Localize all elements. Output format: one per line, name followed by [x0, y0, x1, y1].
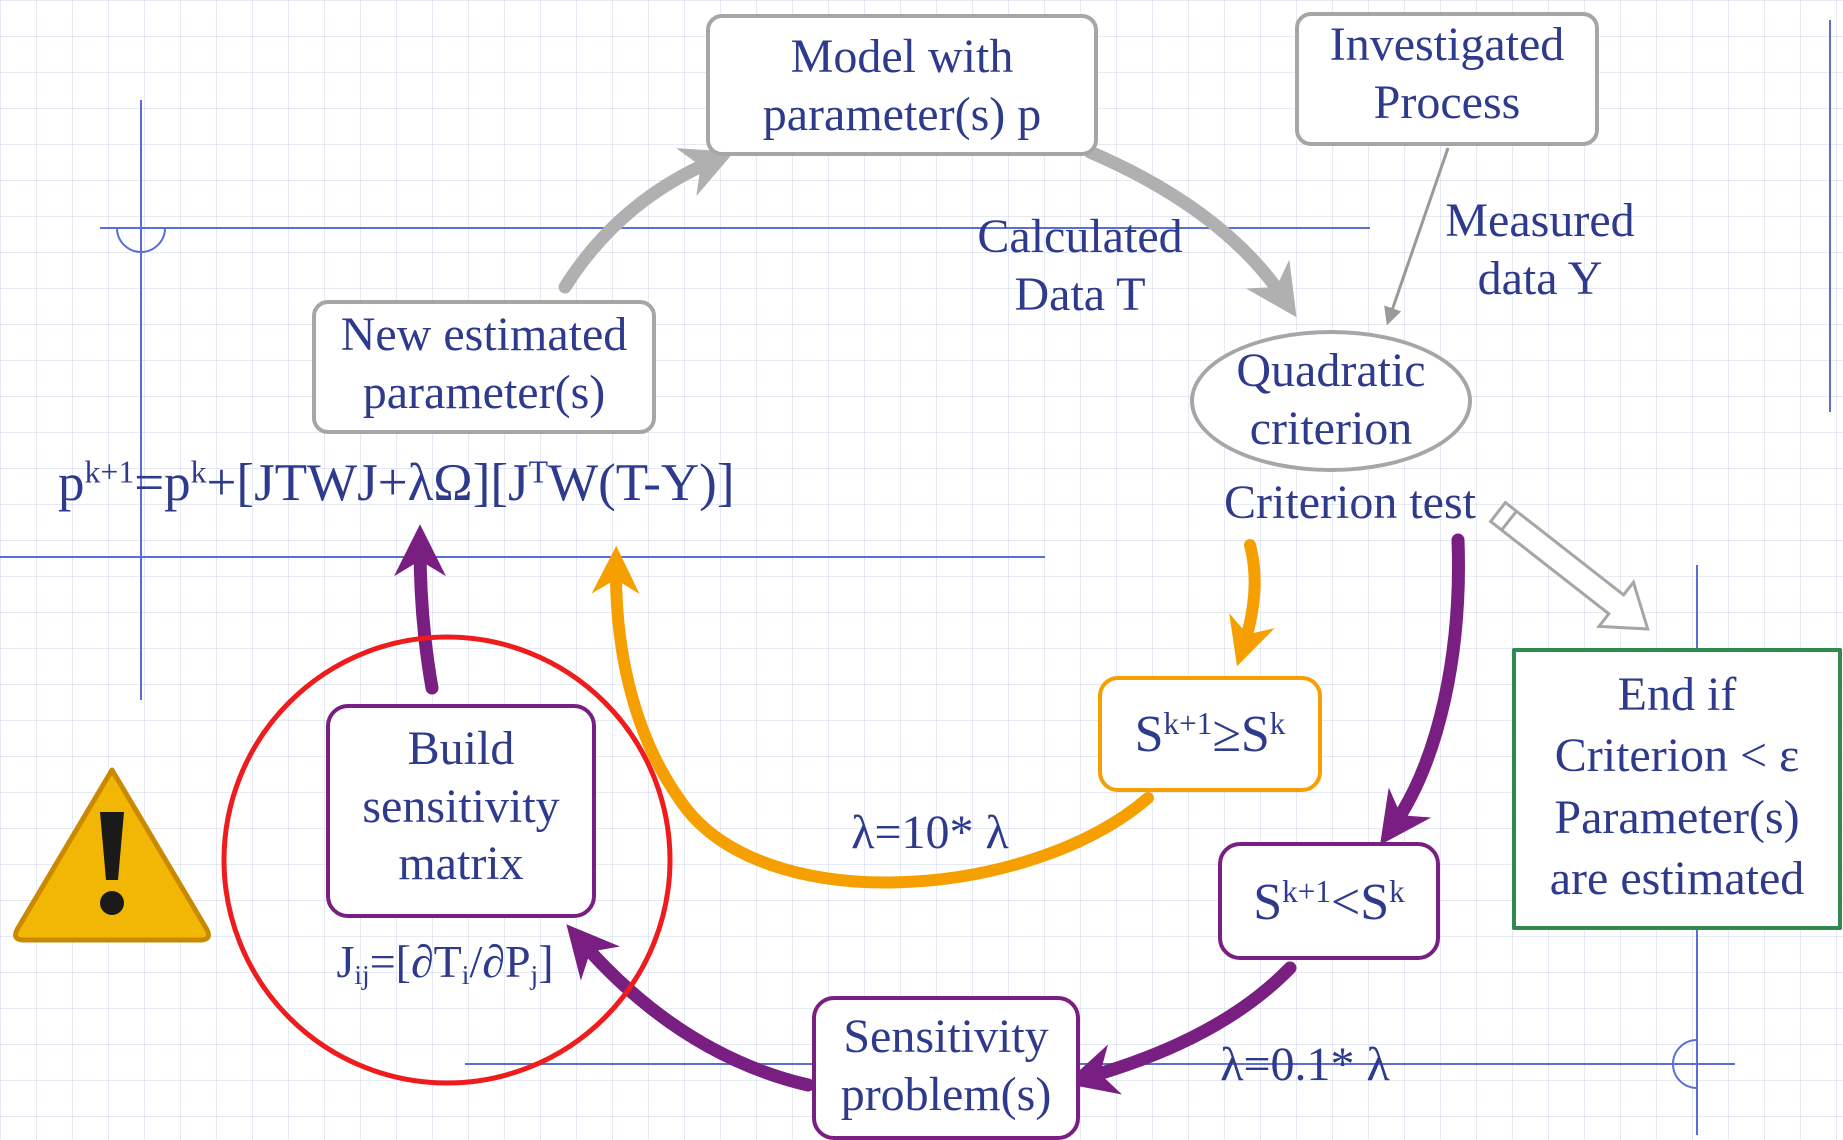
formula-eq: =p [134, 454, 191, 512]
cond-lt-k1: k+1 [1282, 873, 1331, 909]
criterion-ellipse [1190, 330, 1472, 472]
arrow-ge-to-formula [591, 545, 1154, 889]
new-estimate-line1: New estimated [340, 308, 628, 361]
measured-data-label: Measured data Y [1420, 192, 1660, 307]
formula-tail: W(T-Y)] [548, 454, 735, 512]
new-estimate-box-label: New estimated parameter(s) [312, 306, 656, 421]
jacobian-j: j [530, 958, 539, 990]
formula-mid: +[JTWJ+λΩ][J [206, 454, 529, 512]
warning-icon [13, 767, 211, 943]
end-box [1512, 648, 1842, 930]
new-estimate-line2: parameter(s) [362, 365, 606, 419]
cond-lt-op: <S [1330, 874, 1390, 931]
end-box-line2: Criterion < ε [1554, 729, 1800, 783]
sensitivity-matrix-line3: matrix [398, 837, 524, 891]
cond-ge-k1: k+1 [1163, 705, 1213, 741]
process-box-line2: Process [1373, 75, 1521, 129]
jacobian-close: ] [538, 936, 554, 987]
end-box-line3: Parameter(s) [1554, 790, 1800, 844]
arrow-lt-to-sensitivity [1064, 961, 1297, 1095]
guide-lines [0, 20, 1831, 1135]
sensitivity-matrix-box [326, 704, 596, 918]
formula-k: k [190, 454, 207, 490]
process-box-label: Investigated Process [1295, 16, 1599, 131]
process-box-line1: Investigated [1329, 18, 1565, 71]
measured-data-line2: data Y [1477, 251, 1603, 305]
sensitivity-matrix-label: Build sensitivity matrix [326, 720, 596, 893]
jacobian-formula: Jij=[∂Ti/∂Pj] [300, 934, 590, 991]
sensitivity-problem-box [812, 996, 1080, 1140]
cond-ge-box [1098, 676, 1322, 792]
highlight-circle [221, 634, 673, 1086]
arrow-to-end [1488, 500, 1650, 631]
arrow-sensitivity-to-matrix [566, 924, 815, 1092]
arrow-test-to-ge [1229, 539, 1275, 667]
jacobian-slash: /∂P [469, 936, 531, 987]
criterion-test-label: Criterion test [1224, 476, 1476, 529]
sensitivity-matrix-line1: Build [407, 722, 515, 775]
process-box [1295, 12, 1599, 146]
cond-ge-op: ≥S [1212, 706, 1270, 763]
lambda-decrease-label: λ=0.1* λ [1220, 1038, 1390, 1091]
formula-p: p [58, 454, 85, 512]
new-estimate-box [312, 300, 656, 434]
calculated-data-line2: Data T [1014, 267, 1146, 321]
sensitivity-problem-line1: Sensitivity [843, 1010, 1049, 1063]
cond-lt-box [1218, 842, 1440, 960]
sensitivity-problem-label: Sensitivity problem(s) [812, 1008, 1080, 1123]
calculated-data-label: Calculated Data T [955, 208, 1205, 323]
arrow-matrix-to-formula [394, 524, 447, 695]
cond-ge-label: Sk+1≥Sk [1098, 704, 1322, 766]
formula-k1: k+1 [84, 454, 135, 490]
cond-ge-S: S [1134, 706, 1164, 763]
model-box-label: Model with parameter(s) p [706, 28, 1098, 143]
sensitivity-problem-line2: problem(s) [840, 1067, 1052, 1121]
arrow-to-model [558, 148, 735, 294]
end-box-line1: End if [1617, 668, 1737, 721]
calculated-data-line1: Calculated [977, 210, 1183, 263]
lambda-increase-label: λ=10* λ [851, 806, 1009, 859]
sensitivity-matrix-line2: sensitivity [362, 779, 560, 833]
criterion-ellipse-line2: criterion [1249, 401, 1413, 455]
jacobian-i: i [461, 958, 470, 990]
jacobian-J: J [336, 936, 355, 987]
crosshair-icon [116, 227, 166, 254]
end-box-line4: are estimated [1549, 852, 1805, 906]
arrow-measured-data [1384, 147, 1450, 326]
update-formula: pk+1=pk+[JTWJ+λΩ][JTW(T-Y)] [58, 452, 734, 516]
jacobian-ij: ij [354, 958, 370, 990]
arrow-test-to-lt [1380, 533, 1465, 845]
cond-lt-k: k [1389, 873, 1405, 909]
formula-T: T [528, 454, 549, 490]
measured-data-line1: Measured [1445, 194, 1635, 247]
model-box [706, 14, 1098, 156]
criterion-ellipse-label: Quadratic criterion [1190, 342, 1472, 457]
jacobian-eq: =[∂T [369, 936, 462, 987]
cond-lt-label: Sk+1<Sk [1218, 872, 1440, 934]
arrow-to-criterion [1083, 145, 1297, 318]
model-box-line1: Model with [790, 30, 1014, 83]
end-box-label: End if Criterion < ε Parameter(s) are es… [1512, 664, 1842, 910]
criterion-ellipse-line1: Quadratic [1236, 344, 1426, 397]
cond-lt-S: S [1253, 874, 1283, 931]
model-box-line2: parameter(s) p [762, 87, 1042, 141]
cond-ge-k: k [1269, 705, 1286, 741]
crosshair-icon [1671, 1039, 1698, 1089]
